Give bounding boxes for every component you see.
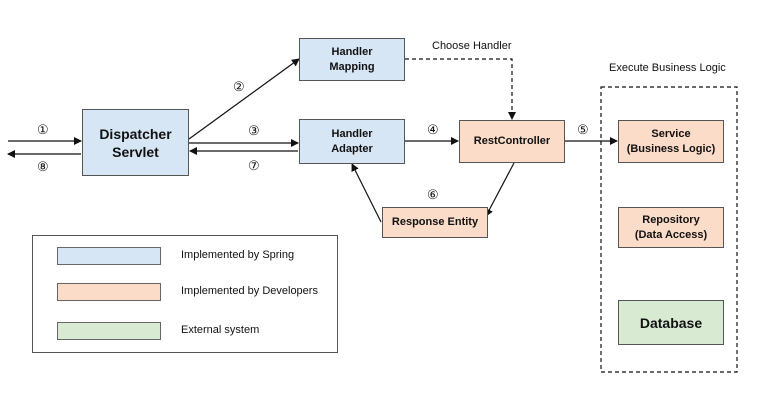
- arrow-to-response-entity: [485, 162, 515, 217]
- legend-swatch-spring: [57, 247, 161, 265]
- arrow-2-to-mapping: [188, 58, 300, 140]
- arrow-6-to-adapter: [351, 163, 382, 223]
- legend-label-external: External system: [181, 324, 260, 336]
- step-1-marker: ①: [37, 122, 49, 137]
- repository-node: Repository (Data Access): [618, 207, 724, 248]
- step-2-marker: ②: [233, 79, 245, 94]
- rest-controller-node: RestController: [459, 120, 565, 163]
- handler-mapping-node: Handler Mapping: [299, 38, 405, 81]
- step-8-marker: ⑧: [37, 159, 49, 174]
- legend-swatch-external: [57, 322, 161, 340]
- step-5-marker: ⑤: [577, 122, 589, 137]
- legend-label-spring: Implemented by Spring: [181, 249, 295, 261]
- step-3-marker: ③: [248, 123, 260, 138]
- arrow-choose-handler: [405, 58, 516, 120]
- service-node: Service (Business Logic): [618, 120, 724, 163]
- legend: [32, 235, 338, 353]
- step-4-marker: ④: [427, 122, 439, 137]
- execute-business-logic-label: Execute Business Logic: [609, 62, 726, 74]
- handler-adapter-node: Handler Adapter: [299, 119, 405, 164]
- step-6-marker: ⑥: [427, 187, 439, 202]
- legend-swatch-developers: [57, 283, 161, 301]
- dispatcher-servlet-node: Dispatcher Servlet: [82, 109, 189, 176]
- legend-label-developers: Implemented by Developers: [181, 285, 318, 297]
- database-node: Database: [618, 300, 724, 345]
- choose-handler-label: Choose Handler: [432, 40, 512, 52]
- step-7-marker: ⑦: [248, 158, 260, 173]
- response-entity-node: Response Entity: [382, 207, 488, 238]
